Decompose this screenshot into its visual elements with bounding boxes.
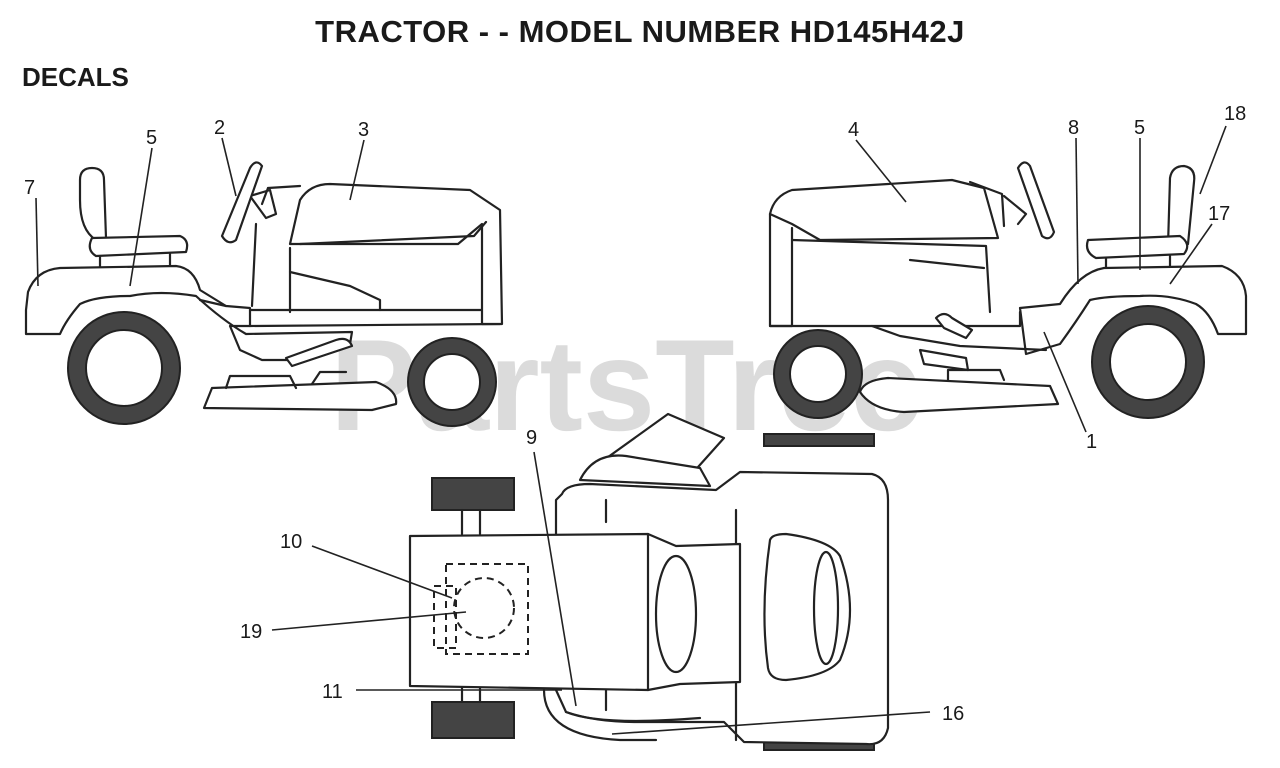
hood-right-view — [768, 178, 1000, 242]
callout-5-left: 5 — [146, 127, 157, 149]
callout-18: 18 — [1224, 103, 1246, 125]
seat-back — [78, 166, 108, 242]
callout-8: 8 — [1068, 117, 1079, 139]
hood — [288, 182, 504, 326]
mower-deck — [202, 380, 398, 412]
tractor-left-side-view — [24, 161, 504, 427]
hood-top-view — [408, 532, 742, 692]
steering-wheel — [220, 161, 264, 244]
callout-5-right: 5 — [1134, 117, 1145, 139]
callout-2: 2 — [214, 117, 225, 139]
callout-3: 3 — [358, 119, 369, 141]
callout-19: 19 — [240, 621, 262, 643]
callout-10: 10 — [280, 531, 302, 553]
diagram-title: TRACTOR - - MODEL NUMBER HD145H42J — [315, 14, 965, 49]
decal-outline-top — [445, 563, 529, 655]
decal-outline-circle — [453, 577, 515, 639]
steering-wheel-right-view — [1016, 161, 1056, 240]
seat-cushion — [88, 234, 189, 258]
seat-top-view — [763, 532, 852, 682]
callout-labels: 7 5 2 3 4 8 5 18 17 1 9 10 19 11 16 — [24, 103, 1246, 725]
rear-fender-right-view — [1018, 264, 1248, 356]
callout-16: 16 — [942, 703, 964, 725]
callout-leaders — [35, 125, 1227, 735]
callout-17: 17 — [1208, 203, 1230, 225]
callout-1: 1 — [1086, 431, 1097, 453]
rear-fender — [24, 264, 354, 362]
tractor-right-side-view — [768, 161, 1248, 419]
tractor-top-view — [408, 412, 890, 751]
front-wheel-bottom — [431, 701, 515, 739]
mower-deck-right-view — [858, 376, 1060, 414]
seat-back-right-view — [1166, 164, 1196, 248]
rear-wheel-top — [763, 433, 875, 447]
callout-9: 9 — [526, 427, 537, 449]
seat-cushion-right-view — [1085, 234, 1189, 260]
callout-4: 4 — [848, 119, 859, 141]
callout-7: 7 — [24, 177, 35, 199]
callout-11: 11 — [322, 681, 343, 703]
front-wheel-top — [431, 477, 515, 511]
section-heading: DECALS — [22, 62, 129, 92]
